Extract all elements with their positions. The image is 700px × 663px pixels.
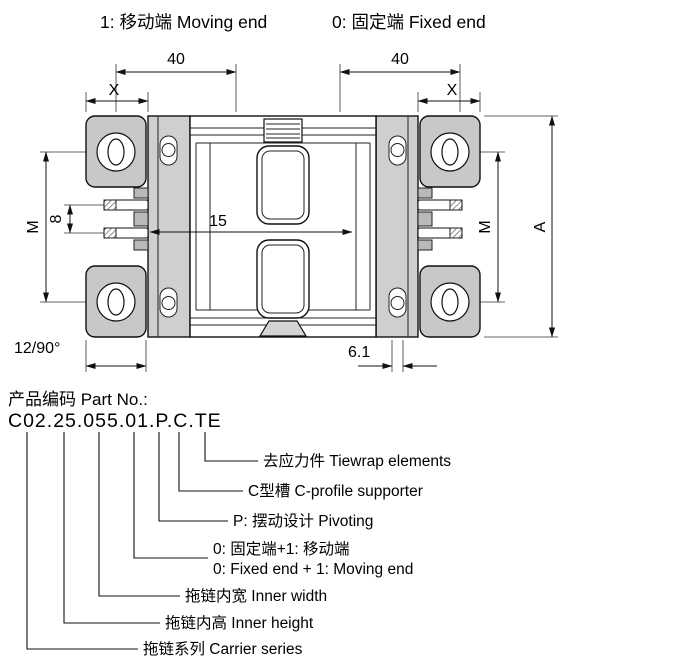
label-pivoting: P: 摆动设计 Pivoting: [233, 512, 373, 530]
crossbar-frames: [256, 145, 310, 319]
dim-m-left: M: [25, 220, 42, 233]
dim-40-left: 40: [167, 51, 185, 68]
dim-x-right: X: [447, 82, 458, 99]
pin-section-hatch: [103, 199, 463, 239]
label-inner-height: 拖链内高 Inner height: [165, 614, 314, 632]
part-number-section: 产品编码 Part No.: C02.25.055.01.P.C.TE 去应力件…: [8, 390, 451, 658]
carrier-technical-drawing: 40 40 X X M 8 M A 15 12/90° 6.1: [14, 51, 558, 372]
part-number-title: 产品编码 Part No.:: [8, 390, 148, 409]
moving-end-label: 1: 移动端 Moving end: [100, 12, 267, 32]
fixed-end-label: 0: 固定端 Fixed end: [332, 12, 486, 32]
part-number-code: C02.25.055.01.P.C.TE: [8, 410, 222, 432]
bottom-tab: [258, 320, 308, 337]
label-c-profile-supporter: C型槽 C-profile supporter: [248, 482, 423, 500]
bracket-slot-holes: [96, 132, 470, 322]
comb-blocks: [133, 187, 433, 251]
dimension-lines: [43, 64, 555, 372]
dim-m-right: M: [477, 220, 494, 233]
label-carrier-series: 拖链系列 Carrier series: [143, 640, 303, 658]
dim-8: 8: [48, 214, 65, 223]
dim-6-1: 6.1: [348, 344, 370, 361]
top-latch-ribs: [266, 123, 300, 139]
dim-40-right: 40: [391, 51, 409, 68]
dim-x-left: X: [109, 82, 120, 99]
top-latch: [263, 118, 303, 143]
dim-15: 15: [209, 213, 227, 230]
band-pivot-slots: [159, 135, 407, 318]
label-fixed-moving-en: 0: Fixed end + 1: Moving end: [213, 561, 413, 578]
part-code-leaders: [26, 432, 258, 650]
label-fixed-moving-cn: 0: 固定端+1: 移动端: [213, 540, 350, 558]
label-inner-width: 拖链内宽 Inner width: [185, 587, 327, 605]
label-tiewrap-elements: 去应力件 Tiewrap elements: [263, 451, 451, 470]
dim-12-90: 12/90°: [14, 340, 60, 357]
dim-a: A: [532, 221, 549, 232]
